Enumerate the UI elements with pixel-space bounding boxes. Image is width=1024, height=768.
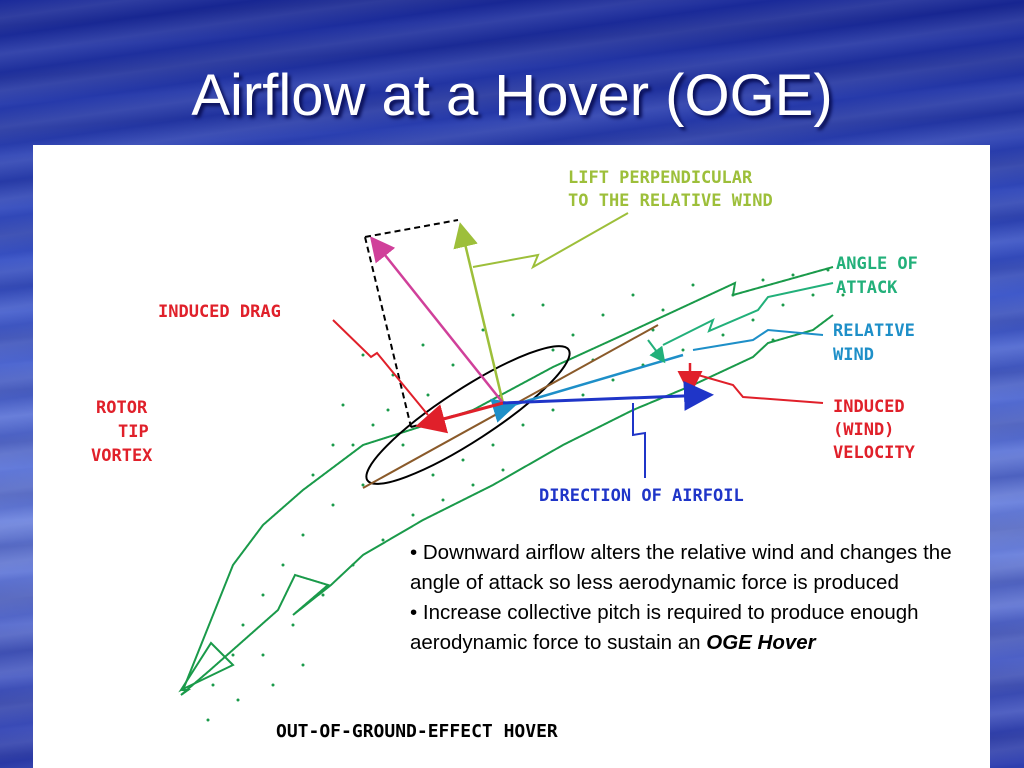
label-vortex-1: ROTOR <box>96 398 148 418</box>
label-vortex-2: TIP <box>118 422 149 442</box>
lift-vector <box>453 222 505 404</box>
note-bullet-2: • Increase collective pitch is required … <box>410 598 975 658</box>
note-bullet-2-emphasis: OGE Hover <box>706 631 816 654</box>
resultant-vector <box>369 236 504 404</box>
notes: • Downward airflow alters the relative w… <box>410 538 975 658</box>
label-direction: DIRECTION OF AIRFOIL <box>539 486 744 506</box>
diagram-panel: LIFT PERPENDICULAR TO THE RELATIVE WIND … <box>33 145 990 768</box>
slide-title: Airflow at a Hover (OGE) <box>191 63 833 128</box>
label-vortex-3: VORTEX <box>91 446 153 466</box>
airflow-diagram: LIFT PERPENDICULAR TO THE RELATIVE WIND … <box>91 168 918 742</box>
label-lift-1: LIFT PERPENDICULAR <box>568 168 753 188</box>
label-ind-vel-3: VELOCITY <box>833 443 916 463</box>
chord-line <box>362 324 659 489</box>
leader-aoa <box>662 282 834 346</box>
leader-induced-velocity <box>697 374 824 404</box>
diagram-caption: OUT-OF-GROUND-EFFECT HOVER <box>276 721 558 742</box>
label-aoa-2: ATTACK <box>836 278 898 298</box>
label-ind-vel-1: INDUCED <box>833 397 905 417</box>
induced-drag-vector <box>415 401 504 434</box>
note-bullet-2-text: • Increase collective pitch is required … <box>410 601 919 654</box>
angle-of-attack-marker <box>647 339 666 364</box>
airflow-dots <box>206 268 845 722</box>
airfoil-shape <box>365 345 571 485</box>
vortex-arrowhead <box>178 641 235 693</box>
force-parallelogram <box>364 219 504 428</box>
note-bullet-1: • Downward airflow alters the relative w… <box>410 541 952 594</box>
label-induced-drag: INDUCED DRAG <box>158 302 281 322</box>
label-rel-2: WIND <box>833 345 874 365</box>
label-ind-vel-2: (WIND) <box>833 420 894 440</box>
leader-direction <box>632 403 646 478</box>
leader-relative-wind <box>692 328 824 351</box>
leader-lift <box>472 212 629 270</box>
label-aoa-1: ANGLE OF <box>836 254 918 274</box>
diagram-labels: LIFT PERPENDICULAR TO THE RELATIVE WIND … <box>91 168 918 742</box>
relative-wind-line <box>490 353 684 423</box>
direction-vector <box>502 380 714 411</box>
leader-induced-drag <box>332 319 429 416</box>
label-rel-1: RELATIVE <box>833 321 915 341</box>
label-lift-2: TO THE RELATIVE WIND <box>568 191 773 211</box>
